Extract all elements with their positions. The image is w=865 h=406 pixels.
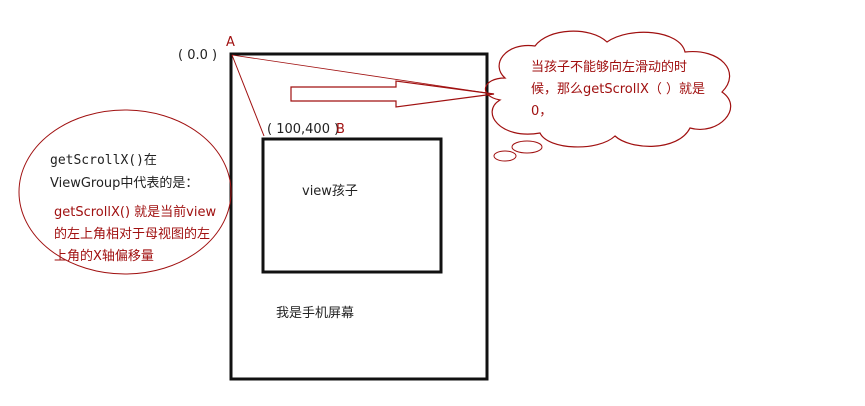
cloud-note-line1: 当孩子不能够向左滑动的时	[531, 60, 688, 75]
phone-screen-label: 我是手机屏幕	[276, 306, 355, 321]
cloud-note-line2: 候，那么getScrollX（ ）就是	[531, 82, 706, 97]
a-to-b-line	[231, 54, 265, 137]
left-note-red-line1: getScrollX() 就是当前view	[54, 205, 217, 220]
hollow-arrow	[290, 80, 495, 108]
left-note-line2: ViewGroup中代表的是：	[50, 176, 199, 191]
a-to-arrow-line	[231, 54, 495, 95]
left-note-line1: getScrollX()在	[50, 154, 157, 167]
left-note-ellipse	[18, 109, 232, 275]
thought-cloud	[485, 30, 732, 148]
origin-label: ( 0.0 )	[178, 48, 218, 63]
cloud-note-line3: 0，	[531, 104, 553, 119]
phone-screen-rect	[229, 52, 489, 381]
cloud-bubble-small	[493, 150, 517, 162]
left-note-line1-code: getScrollX()	[50, 153, 144, 168]
point-a-label: A	[226, 35, 235, 50]
child-view-label: view孩子	[302, 184, 358, 199]
point-b-label: B	[336, 122, 345, 137]
left-note-red-line3: 上角的X轴偏移量	[54, 249, 154, 264]
left-note-line1-suffix: 在	[143, 153, 157, 168]
cloud-bubble-large	[511, 140, 543, 154]
left-note-red-line2: 的左上角相对于母视图的左	[54, 227, 211, 242]
point-b-coord-label: ( 100,400 )	[267, 122, 340, 137]
child-view-rect	[261, 137, 443, 274]
